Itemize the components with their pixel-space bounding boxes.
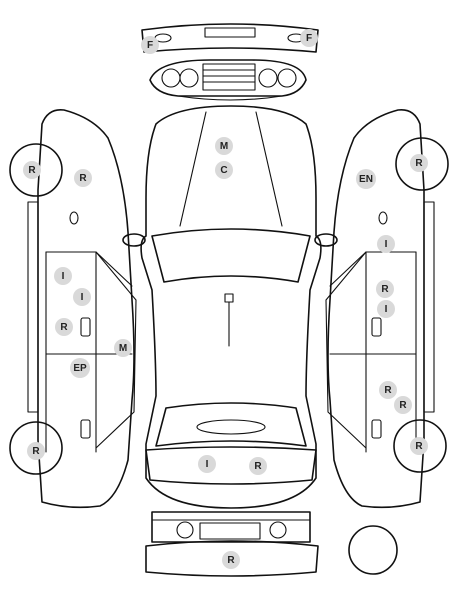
damage-marker-hood-1: M: [215, 137, 233, 155]
damage-marker-left-front-wheel: R: [23, 161, 41, 179]
damage-marker-code: R: [32, 446, 40, 457]
damage-marker-left-front-door-2: I: [73, 288, 91, 306]
damage-marker-code: M: [119, 343, 127, 354]
damage-marker-code: I: [385, 304, 388, 315]
damage-marker-left-b-pillar: M: [114, 339, 132, 357]
damage-marker-left-front-fender: R: [74, 169, 92, 187]
damage-marker-code: R: [79, 173, 87, 184]
damage-marker-circle: [73, 288, 91, 306]
damage-marker-right-front-door-2: I: [377, 300, 395, 318]
damage-marker-code: R: [60, 322, 68, 333]
damage-marker-circle: [356, 169, 376, 189]
damage-marker-right-mirror: I: [377, 235, 395, 253]
damage-marker-circle: [377, 235, 395, 253]
damage-marker-right-front-door-1: R: [376, 280, 394, 298]
damage-marker-circle: [198, 455, 216, 473]
damage-marker-code: R: [384, 385, 392, 396]
damage-marker-circle: [249, 457, 267, 475]
damage-marker-front-bumper-left: F: [141, 36, 159, 54]
damage-marker-code: EN: [359, 174, 373, 185]
damage-marker-circle: [222, 551, 240, 569]
damage-marker-code: F: [306, 33, 312, 44]
damage-marker-circle: [114, 339, 132, 357]
rear-bumper: [145, 540, 319, 577]
damage-marker-code: M: [220, 141, 228, 152]
rear-face: [151, 511, 311, 543]
front-face: [149, 59, 307, 101]
damage-marker-circle: [215, 161, 233, 179]
damage-marker-right-rear-wheel: R: [410, 437, 428, 455]
damage-marker-circle: [54, 267, 72, 285]
damage-marker-front-bumper-right: F: [300, 29, 318, 47]
damage-marker-code: R: [399, 400, 407, 411]
damage-marker-circle: [27, 442, 45, 460]
damage-marker-left-rear-wheel: R: [27, 442, 45, 460]
damage-marker-circle: [74, 169, 92, 187]
damage-marker-code: R: [415, 441, 423, 452]
damage-marker-circle: [379, 381, 397, 399]
damage-marker-circle: [141, 36, 159, 54]
damage-marker-left-front-door-1: I: [54, 267, 72, 285]
damage-marker-code: I: [206, 459, 209, 470]
damage-marker-trunk-1: I: [198, 455, 216, 473]
damage-marker-left-rear-door: EP: [70, 358, 90, 378]
damage-marker-circle: [376, 280, 394, 298]
spare-wheel: [348, 525, 398, 575]
damage-marker-code: I: [62, 271, 65, 282]
damage-marker-left-front-door-3: R: [55, 318, 73, 336]
damage-marker-code: R: [381, 284, 389, 295]
damage-marker-circle: [394, 396, 412, 414]
damage-marker-right-front-wheel: R: [410, 154, 428, 172]
left-side-profile: [9, 108, 137, 509]
damage-marker-code: C: [220, 165, 227, 176]
front-bumper: [141, 23, 319, 53]
damage-marker-code: R: [254, 461, 262, 472]
damage-marker-circle: [300, 29, 318, 47]
damage-marker-right-rear-door-1: R: [379, 381, 397, 399]
damage-marker-code: F: [147, 40, 153, 51]
right-side-profile: [325, 108, 449, 509]
damage-marker-hood-2: C: [215, 161, 233, 179]
damage-marker-code: R: [227, 555, 235, 566]
damage-marker-circle: [70, 358, 90, 378]
damage-marker-rear-bumper: R: [222, 551, 240, 569]
damage-marker-circle: [215, 137, 233, 155]
damage-marker-right-rear-door-2: R: [394, 396, 412, 414]
damage-marker-circle: [377, 300, 395, 318]
damage-marker-circle: [55, 318, 73, 336]
damage-marker-trunk-2: R: [249, 457, 267, 475]
damage-marker-right-front-fender: EN: [356, 169, 376, 189]
damage-marker-circle: [410, 154, 428, 172]
damage-marker-code: I: [385, 239, 388, 250]
damage-marker-code: R: [415, 158, 423, 169]
damage-marker-code: R: [28, 165, 36, 176]
damage-marker-code: EP: [73, 363, 87, 374]
damage-marker-code: I: [81, 292, 84, 303]
car-body-top-view: [122, 105, 338, 509]
damage-marker-circle: [23, 161, 41, 179]
damage-marker-circle: [410, 437, 428, 455]
